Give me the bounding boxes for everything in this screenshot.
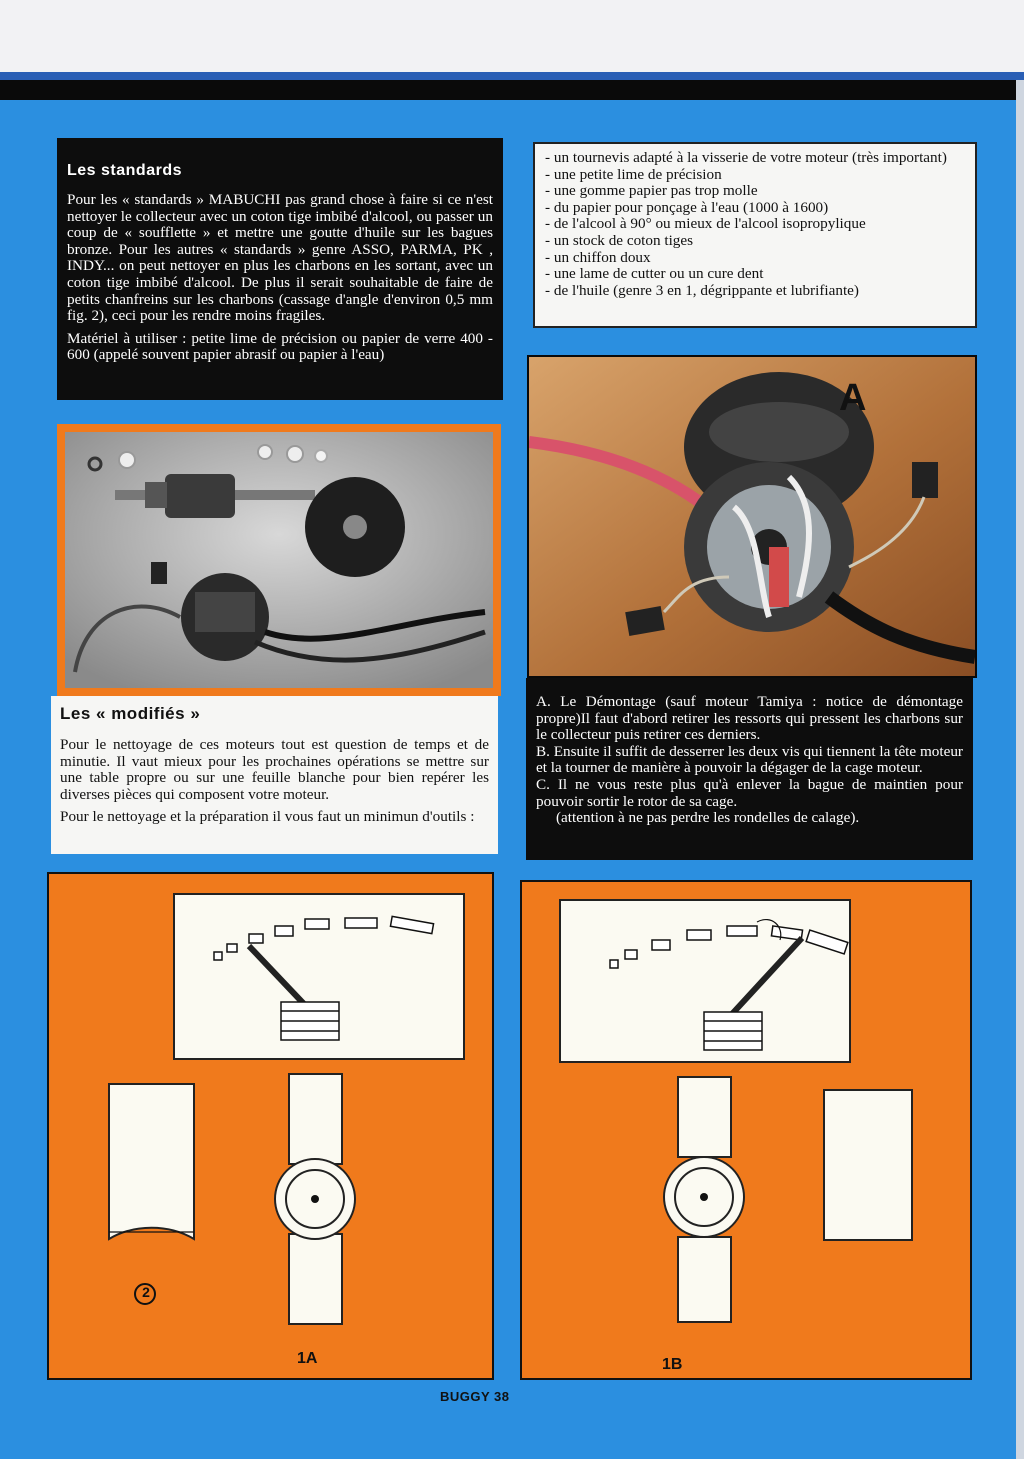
figure-1a-label: 1A xyxy=(297,1350,318,1367)
figure-1b-drawing xyxy=(559,899,913,1323)
tools-list-item: un tournevis adapté à la visserie de vot… xyxy=(545,149,965,167)
tools-list-item: de l'huile (genre 3 en 1, dégrippante et… xyxy=(545,282,965,300)
motor-parts-image xyxy=(65,432,493,688)
tools-list-item: une petite lime de précision xyxy=(545,166,965,184)
tools-list-item: un chiffon doux xyxy=(545,249,965,267)
photo-label-a: A xyxy=(839,377,867,419)
modifies-paragraph-2: Pour le nettoyage et la préparation il v… xyxy=(60,808,475,826)
caption-step-a: A. Le Démontage (sauf moteur Tamiya : no… xyxy=(536,693,963,744)
standards-paragraph-1: Pour les « standards » MABUCHI pas grand… xyxy=(67,191,493,325)
figure-2-marker: 2 xyxy=(142,1284,150,1300)
black-bar xyxy=(0,80,1024,100)
disassembly-caption-box: A. Le Démontage (sauf moteur Tamiya : no… xyxy=(526,678,973,860)
modifies-box: Les « modifiés » Pour le nettoyage de ce… xyxy=(51,696,498,854)
modifies-paragraph-1: Pour le nettoyage de ces moteurs tout es… xyxy=(60,736,489,803)
top-rule xyxy=(0,72,1024,80)
top-band xyxy=(0,0,1024,72)
standards-heading: Les standards xyxy=(67,162,182,179)
standards-paragraph-2: Matériel à utiliser : petite lime de pré… xyxy=(67,329,493,364)
caption-note: (attention à ne pas perdre les rondelles… xyxy=(556,809,860,827)
tools-list-item: un stock de coton tiges xyxy=(545,232,965,250)
motor-parts-photo xyxy=(57,424,501,696)
motor-disassembly-photo: A xyxy=(527,355,977,678)
standards-box: Les standards Pour les « standards » MAB… xyxy=(57,138,503,400)
tools-list-item: une gomme papier pas trop molle xyxy=(545,183,965,200)
figure-1a-panel: 2 1A xyxy=(47,872,494,1380)
tools-list: un tournevis adapté à la visserie de vot… xyxy=(545,149,965,300)
tools-list-item: de l'alcool à 90° ou mieux de l'alcool i… xyxy=(545,216,965,233)
motor-disassembly-image xyxy=(528,357,977,676)
tools-list-item: du papier pour ponçage à l'eau (1000 à 1… xyxy=(545,199,965,217)
modifies-heading: Les « modifiés » xyxy=(60,704,201,723)
tools-list-box: un tournevis adapté à la visserie de vot… xyxy=(533,142,977,328)
tools-list-item: une lame de cutter ou un cure dent xyxy=(545,266,965,283)
figure-1b-panel: 1B xyxy=(520,880,972,1380)
page-footer: BUGGY 38 xyxy=(440,1389,510,1404)
caption-step-c: C. Il ne vous reste plus qu'à enlever la… xyxy=(536,775,963,810)
figure-1b-label: 1B xyxy=(662,1356,683,1373)
page-edge xyxy=(1016,80,1024,1459)
figure-1a-drawing xyxy=(108,893,465,1325)
caption-step-b: B. Ensuite il suffit de desserrer les de… xyxy=(536,742,963,777)
